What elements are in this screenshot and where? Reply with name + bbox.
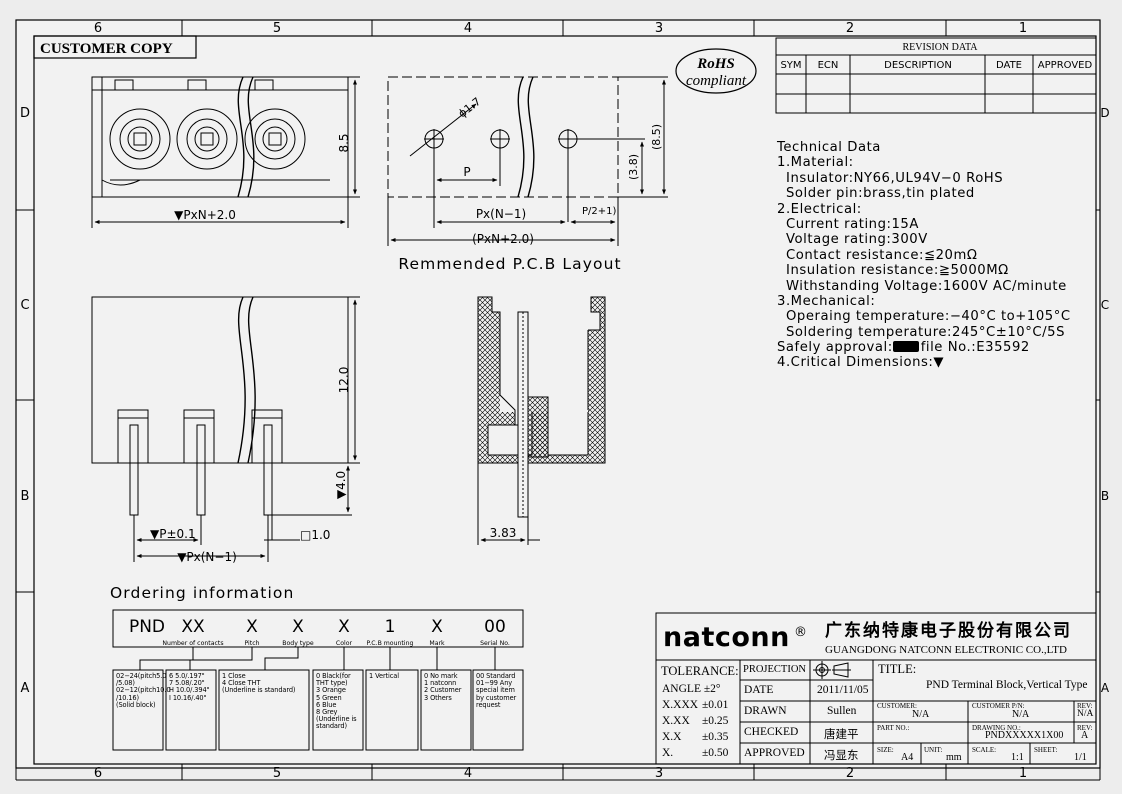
side-view	[477, 296, 606, 545]
pcb-height-inner-dim: (3.8)	[627, 154, 640, 180]
brand-registered-mark: ®	[794, 625, 807, 640]
order-label-contacts: Number of contacts	[162, 640, 223, 647]
zone-left-D: D	[20, 106, 30, 121]
zone-left-A: A	[21, 681, 30, 696]
zone-top-6: 6	[94, 21, 102, 36]
zone-left-B: B	[21, 489, 30, 504]
zone-bottom-1: 1	[1019, 766, 1027, 781]
order-label-body: Body type	[282, 640, 314, 647]
ordering-code-bar	[112, 609, 524, 648]
zone-top-5: 5	[273, 21, 281, 36]
zone-bottom-2: 2	[846, 766, 854, 781]
customer-copy-label: CUSTOMER COPY	[40, 41, 173, 57]
front-span-dim: ▼Px(N−1)	[177, 550, 237, 564]
revision-col-sym: SYM	[780, 60, 801, 71]
order-code-pnd: PND	[129, 617, 165, 637]
front-pin-square-dim: □1.0	[300, 528, 330, 542]
front-pitch-tol-dim: ▼P±0.1	[150, 527, 196, 541]
rohs-line1: RoHS	[696, 56, 735, 72]
order-label-pitch: Pitch	[244, 640, 259, 647]
order-code-mounting: 1	[385, 617, 396, 637]
order-code-pitch: X	[246, 617, 258, 637]
brand-logo: natconn	[663, 622, 790, 653]
rohs-line2: compliant	[686, 73, 747, 89]
zone-top-2: 2	[846, 21, 854, 36]
order-code-contacts: XX	[181, 617, 205, 637]
top-view-height-dim: 8.5	[337, 133, 351, 152]
zone-right-C: C	[1101, 298, 1109, 312]
zone-top-4: 4	[464, 21, 472, 36]
front-height-dim: 12.0	[337, 367, 351, 394]
zone-bottom-6: 6	[94, 766, 102, 781]
revision-col-ecn: ECN	[818, 60, 839, 71]
zone-top-1: 1	[1019, 21, 1027, 36]
order-label-color: Color	[336, 640, 353, 647]
revision-col-approved: APPROVED	[1038, 60, 1093, 71]
rohs-badge	[675, 48, 757, 94]
revision-title: REVISION DATA	[902, 42, 978, 53]
zone-bottom-4: 4	[464, 766, 472, 781]
order-label-mark: Mark	[429, 640, 445, 647]
customer-copy-box	[33, 35, 197, 59]
order-label-mounting: P.C.B mounting	[367, 640, 414, 647]
front-view	[91, 296, 360, 562]
side-width-dim: 3.83	[490, 526, 517, 540]
order-code-serial: 00	[484, 617, 506, 637]
company-cn: 广东纳特康电子股份有限公司	[825, 620, 1072, 640]
zone-left-C: C	[20, 298, 29, 313]
order-code-color: X	[338, 617, 350, 637]
ordering-title: Ordering information	[110, 584, 294, 602]
front-pin-length-dim: ▼4.0	[334, 471, 348, 499]
pcb-total-dim: (PxN+2.0)	[472, 232, 534, 246]
zone-right-A: A	[1101, 681, 1110, 695]
zone-top-3: 3	[655, 21, 663, 36]
revision-col-description: DESCRIPTION	[884, 60, 952, 71]
title-block	[655, 612, 1097, 765]
pcb-caption: Remmended P.C.B Layout	[398, 255, 621, 273]
pcb-height-outer-dim: (8.5)	[650, 124, 663, 150]
top-view	[91, 76, 360, 228]
order-code-body: X	[292, 617, 304, 637]
order-code-mark: X	[431, 617, 443, 637]
revision-table	[775, 37, 1097, 114]
zone-bottom-3: 3	[655, 766, 663, 781]
revision-col-date: DATE	[996, 60, 1022, 71]
pcb-offset-dim: P/2+1)	[582, 206, 617, 217]
pcb-layout	[387, 76, 668, 246]
company-en: GUANGDONG NATCONN ELECTRONIC CO.,LTD	[825, 644, 1067, 656]
zone-right-B: B	[1101, 489, 1109, 503]
pcb-pitch-dim: P	[463, 165, 470, 179]
ordering-option-boxes	[112, 669, 524, 751]
zone-bottom-5: 5	[273, 766, 281, 781]
order-label-serial: Serial No.	[480, 640, 510, 647]
top-view-width-dim: ▼PxN+2.0	[174, 208, 236, 222]
pcb-span-dim: Px(N−1)	[476, 207, 526, 221]
zone-right-D: D	[1100, 106, 1109, 120]
